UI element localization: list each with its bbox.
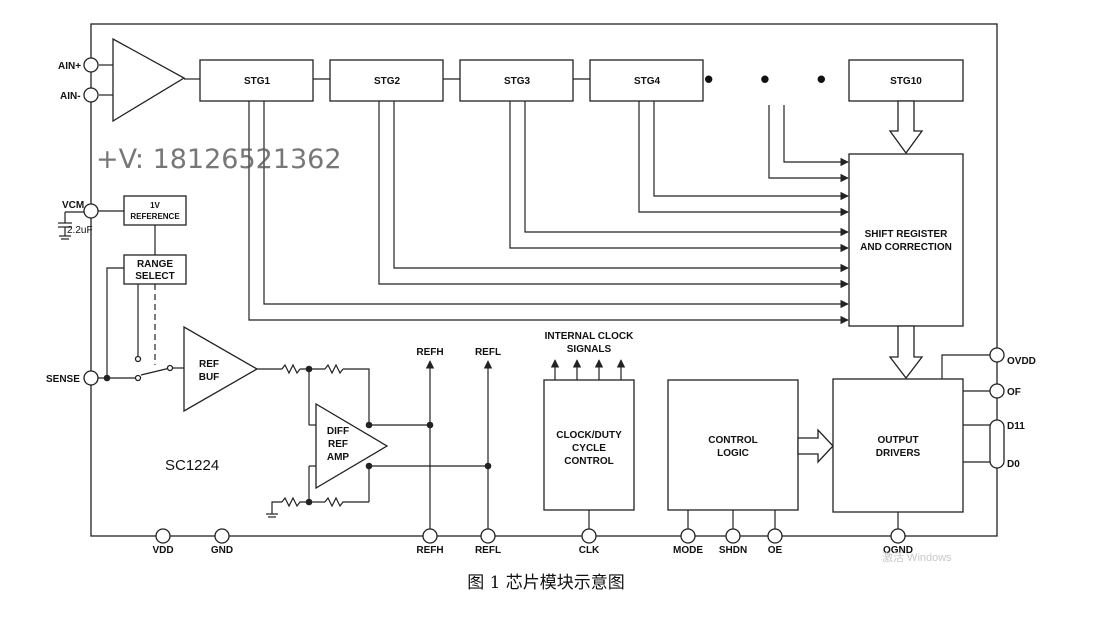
shift-register-block — [848, 153, 964, 327]
shdn-label: SHDN — [719, 545, 747, 556]
diff-amp-line2: REF — [328, 439, 348, 450]
stage-output-buses — [248, 101, 849, 325]
stage-3-label: STG3 — [504, 76, 531, 87]
stage-2 — [329, 59, 444, 102]
range-switch — [140, 367, 171, 376]
vdd-pin — [155, 528, 171, 544]
gnd-label: GND — [211, 545, 233, 556]
resistor — [281, 496, 309, 508]
refh-top-label: REFH — [416, 347, 443, 358]
clock-duty-line1: CLOCK/DUTY — [556, 430, 622, 441]
refl-pin — [480, 528, 496, 544]
d0-label: D0 — [1007, 459, 1020, 470]
range-select-line2: SELECT — [135, 271, 174, 282]
vdd-label: VDD — [152, 545, 173, 556]
mode-pin — [680, 528, 696, 544]
control-logic-block — [667, 379, 799, 511]
shift-to-output-arrow — [888, 325, 924, 380]
range-select-line1: RANGE — [137, 259, 173, 270]
stage-ellipsis: • • • — [704, 64, 846, 94]
mode-label: MODE — [673, 545, 703, 556]
data-bus-pins — [989, 419, 1005, 469]
control-to-output-arrow — [797, 428, 834, 464]
ain-plus-pin — [83, 57, 99, 73]
refl-top-label: REFL — [475, 347, 501, 358]
refl-label: REFL — [475, 545, 501, 556]
ref-buf-line2: BUF — [199, 372, 220, 383]
reference-block — [123, 195, 187, 226]
gnd-pin — [214, 528, 230, 544]
oe-pin — [767, 528, 783, 544]
vcm-cap-label: 2.2uF — [67, 225, 93, 236]
sense-pin — [83, 370, 99, 386]
stage-1 — [199, 59, 314, 102]
shift-register-line2: AND CORRECTION — [860, 242, 952, 253]
ain-plus-label: AIN+ — [58, 61, 81, 72]
d11-label: D11 — [1007, 421, 1025, 432]
diff-amp-line3: AMP — [327, 452, 350, 463]
diff-amp-line1: DIFF — [327, 426, 349, 437]
shift-register-line1: SHIFT REGISTER — [865, 229, 949, 240]
refh-pin — [422, 528, 438, 544]
stage-4 — [589, 59, 704, 102]
ref-buf-line1: REF — [199, 359, 219, 370]
clk-pin — [581, 528, 597, 544]
ain-minus-label: AIN- — [60, 91, 81, 102]
phone-watermark: +V: 18126521362 — [96, 144, 342, 175]
stg10-to-shift-arrow — [888, 100, 924, 155]
ovdd-pin — [989, 347, 1005, 363]
resistor — [324, 363, 344, 375]
input-amplifier — [112, 37, 186, 123]
output-drivers-line2: DRIVERS — [876, 448, 921, 459]
reference-line1: 1V — [150, 201, 160, 210]
stage-2-label: STG2 — [374, 76, 401, 87]
stage-10-label: STG10 — [890, 76, 922, 87]
oe-label: OE — [768, 545, 783, 556]
stage-10 — [848, 59, 964, 102]
resistor — [281, 363, 301, 375]
ognd-pin — [890, 528, 906, 544]
of-label: OF — [1007, 387, 1021, 398]
stage-4-label: STG4 — [634, 76, 661, 87]
clock-duty-line2: CYCLE — [572, 443, 606, 454]
ref-buffer — [183, 325, 259, 413]
ognd-label: OGND — [883, 545, 913, 556]
range-select-block — [123, 254, 187, 285]
internal-clock-line2: SIGNALS — [567, 344, 612, 355]
control-logic-line2: LOGIC — [717, 448, 749, 459]
of-pin — [989, 383, 1005, 399]
vcm-label: VCM — [62, 200, 84, 211]
sense-label: SENSE — [46, 374, 80, 385]
shdn-pin — [725, 528, 741, 544]
stage-3 — [459, 59, 574, 102]
refh-label: REFH — [416, 545, 443, 556]
ovdd-label: OVDD — [1007, 356, 1036, 367]
output-drivers-block — [832, 378, 964, 513]
clk-label: CLK — [579, 545, 600, 556]
resistor — [324, 496, 369, 508]
clock-duty-line3: CONTROL — [564, 456, 613, 467]
stage-1-label: STG1 — [244, 76, 271, 87]
ain-minus-pin — [83, 87, 99, 103]
vcm-pin — [83, 203, 99, 219]
figure-caption: 图 1 芯片模块示意图 — [467, 573, 625, 593]
reference-line2: REFERENCE — [130, 212, 180, 221]
output-drivers-line1: OUTPUT — [877, 435, 918, 446]
diff-ref-amp — [315, 402, 389, 490]
chip-name: SC1224 — [165, 457, 219, 474]
internal-clock-line1: INTERNAL CLOCK — [545, 331, 634, 342]
windows-activation-text: 激活 Windows — [882, 550, 952, 564]
control-logic-line1: CONTROL — [708, 435, 757, 446]
